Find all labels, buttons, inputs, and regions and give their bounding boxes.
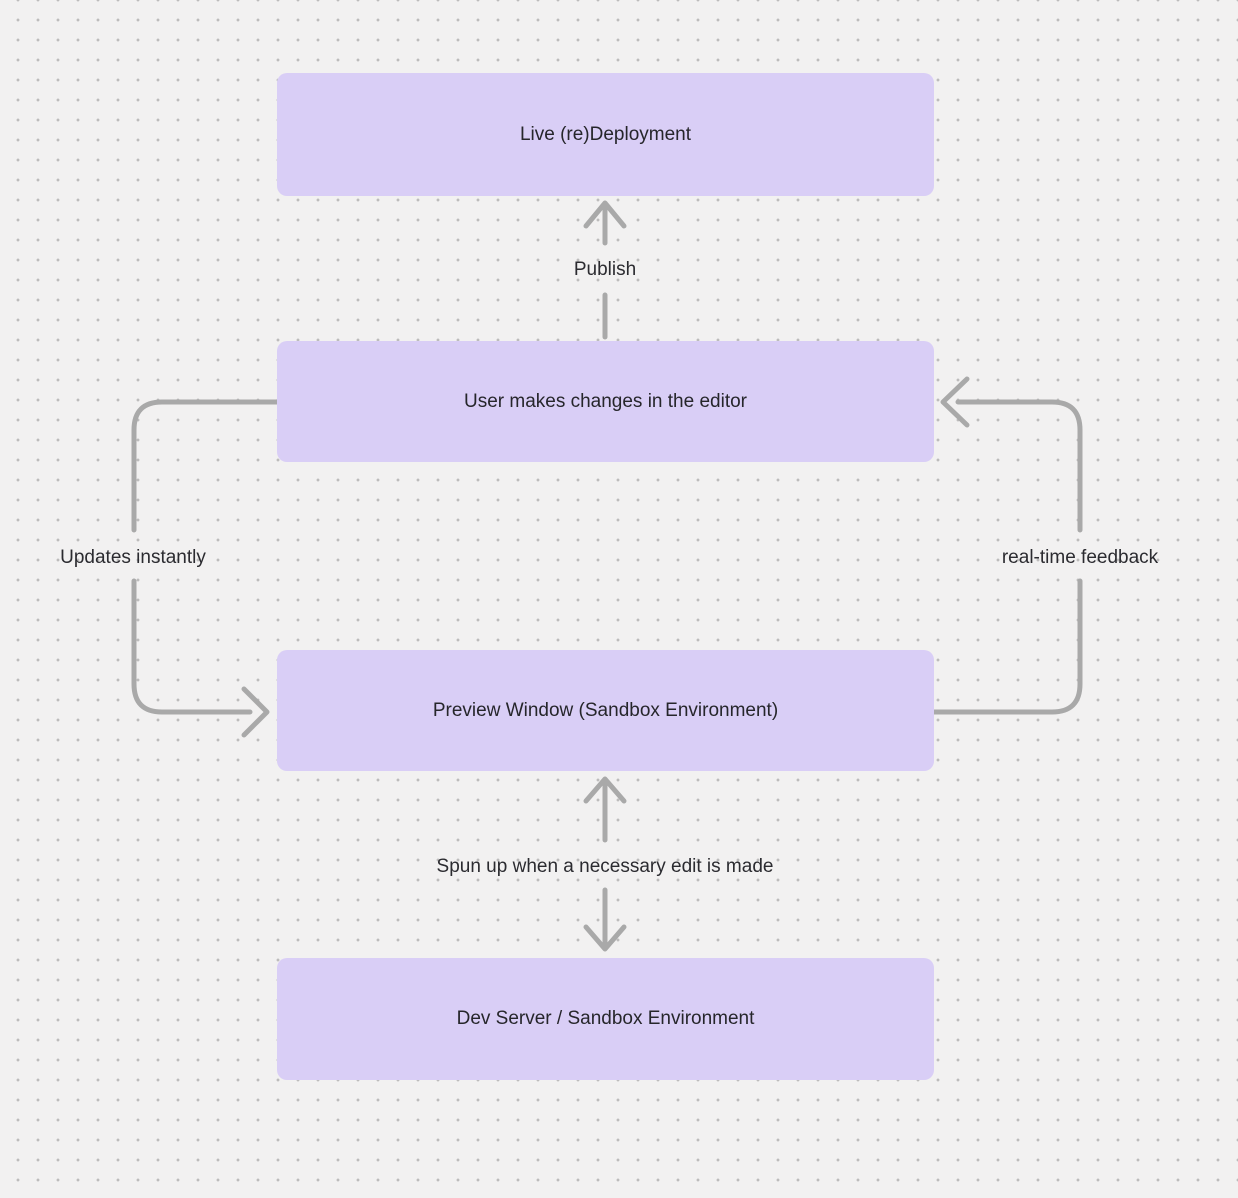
node-preview-window-label: Preview Window (Sandbox Environment) [432, 699, 779, 721]
node-preview-window[interactable]: Preview Window (Sandbox Environment) [277, 650, 934, 771]
edge-label-updates-instantly: Updates instantly [60, 547, 206, 568]
edge-label-publish: Publish [573, 259, 637, 280]
updates-instantly-segment-bottom [131, 578, 253, 715]
node-dev-server-label: Dev Server / Sandbox Environment [456, 1008, 755, 1030]
node-dev-server[interactable]: Dev Server / Sandbox Environment [277, 958, 934, 1080]
real-time-feedback-arrow [931, 376, 1083, 715]
updates-instantly-arrowhead-right-icon [241, 686, 270, 738]
node-live-deployment[interactable]: Live (re)Deployment [277, 73, 934, 196]
real-time-feedback-segment-bottom [931, 578, 1083, 715]
real-time-feedback-arrowhead-left-icon [940, 376, 970, 428]
spun-up-arrowhead-up-icon [583, 776, 627, 804]
edge-label-real-time-feedback: real-time feedback [1001, 547, 1159, 568]
publish-arrowhead-up-icon [583, 200, 627, 229]
node-user-editor[interactable]: User makes changes in the editor [277, 341, 934, 462]
spun-up-arrowhead-down-icon [583, 924, 627, 952]
updates-instantly-segment-top [131, 399, 280, 533]
edge-label-spun-up: Spun up when a necessary edit is made [436, 856, 774, 877]
node-user-editor-label: User makes changes in the editor [463, 390, 748, 412]
real-time-feedback-segment-top [955, 399, 1083, 533]
node-live-deployment-label: Live (re)Deployment [519, 123, 692, 145]
